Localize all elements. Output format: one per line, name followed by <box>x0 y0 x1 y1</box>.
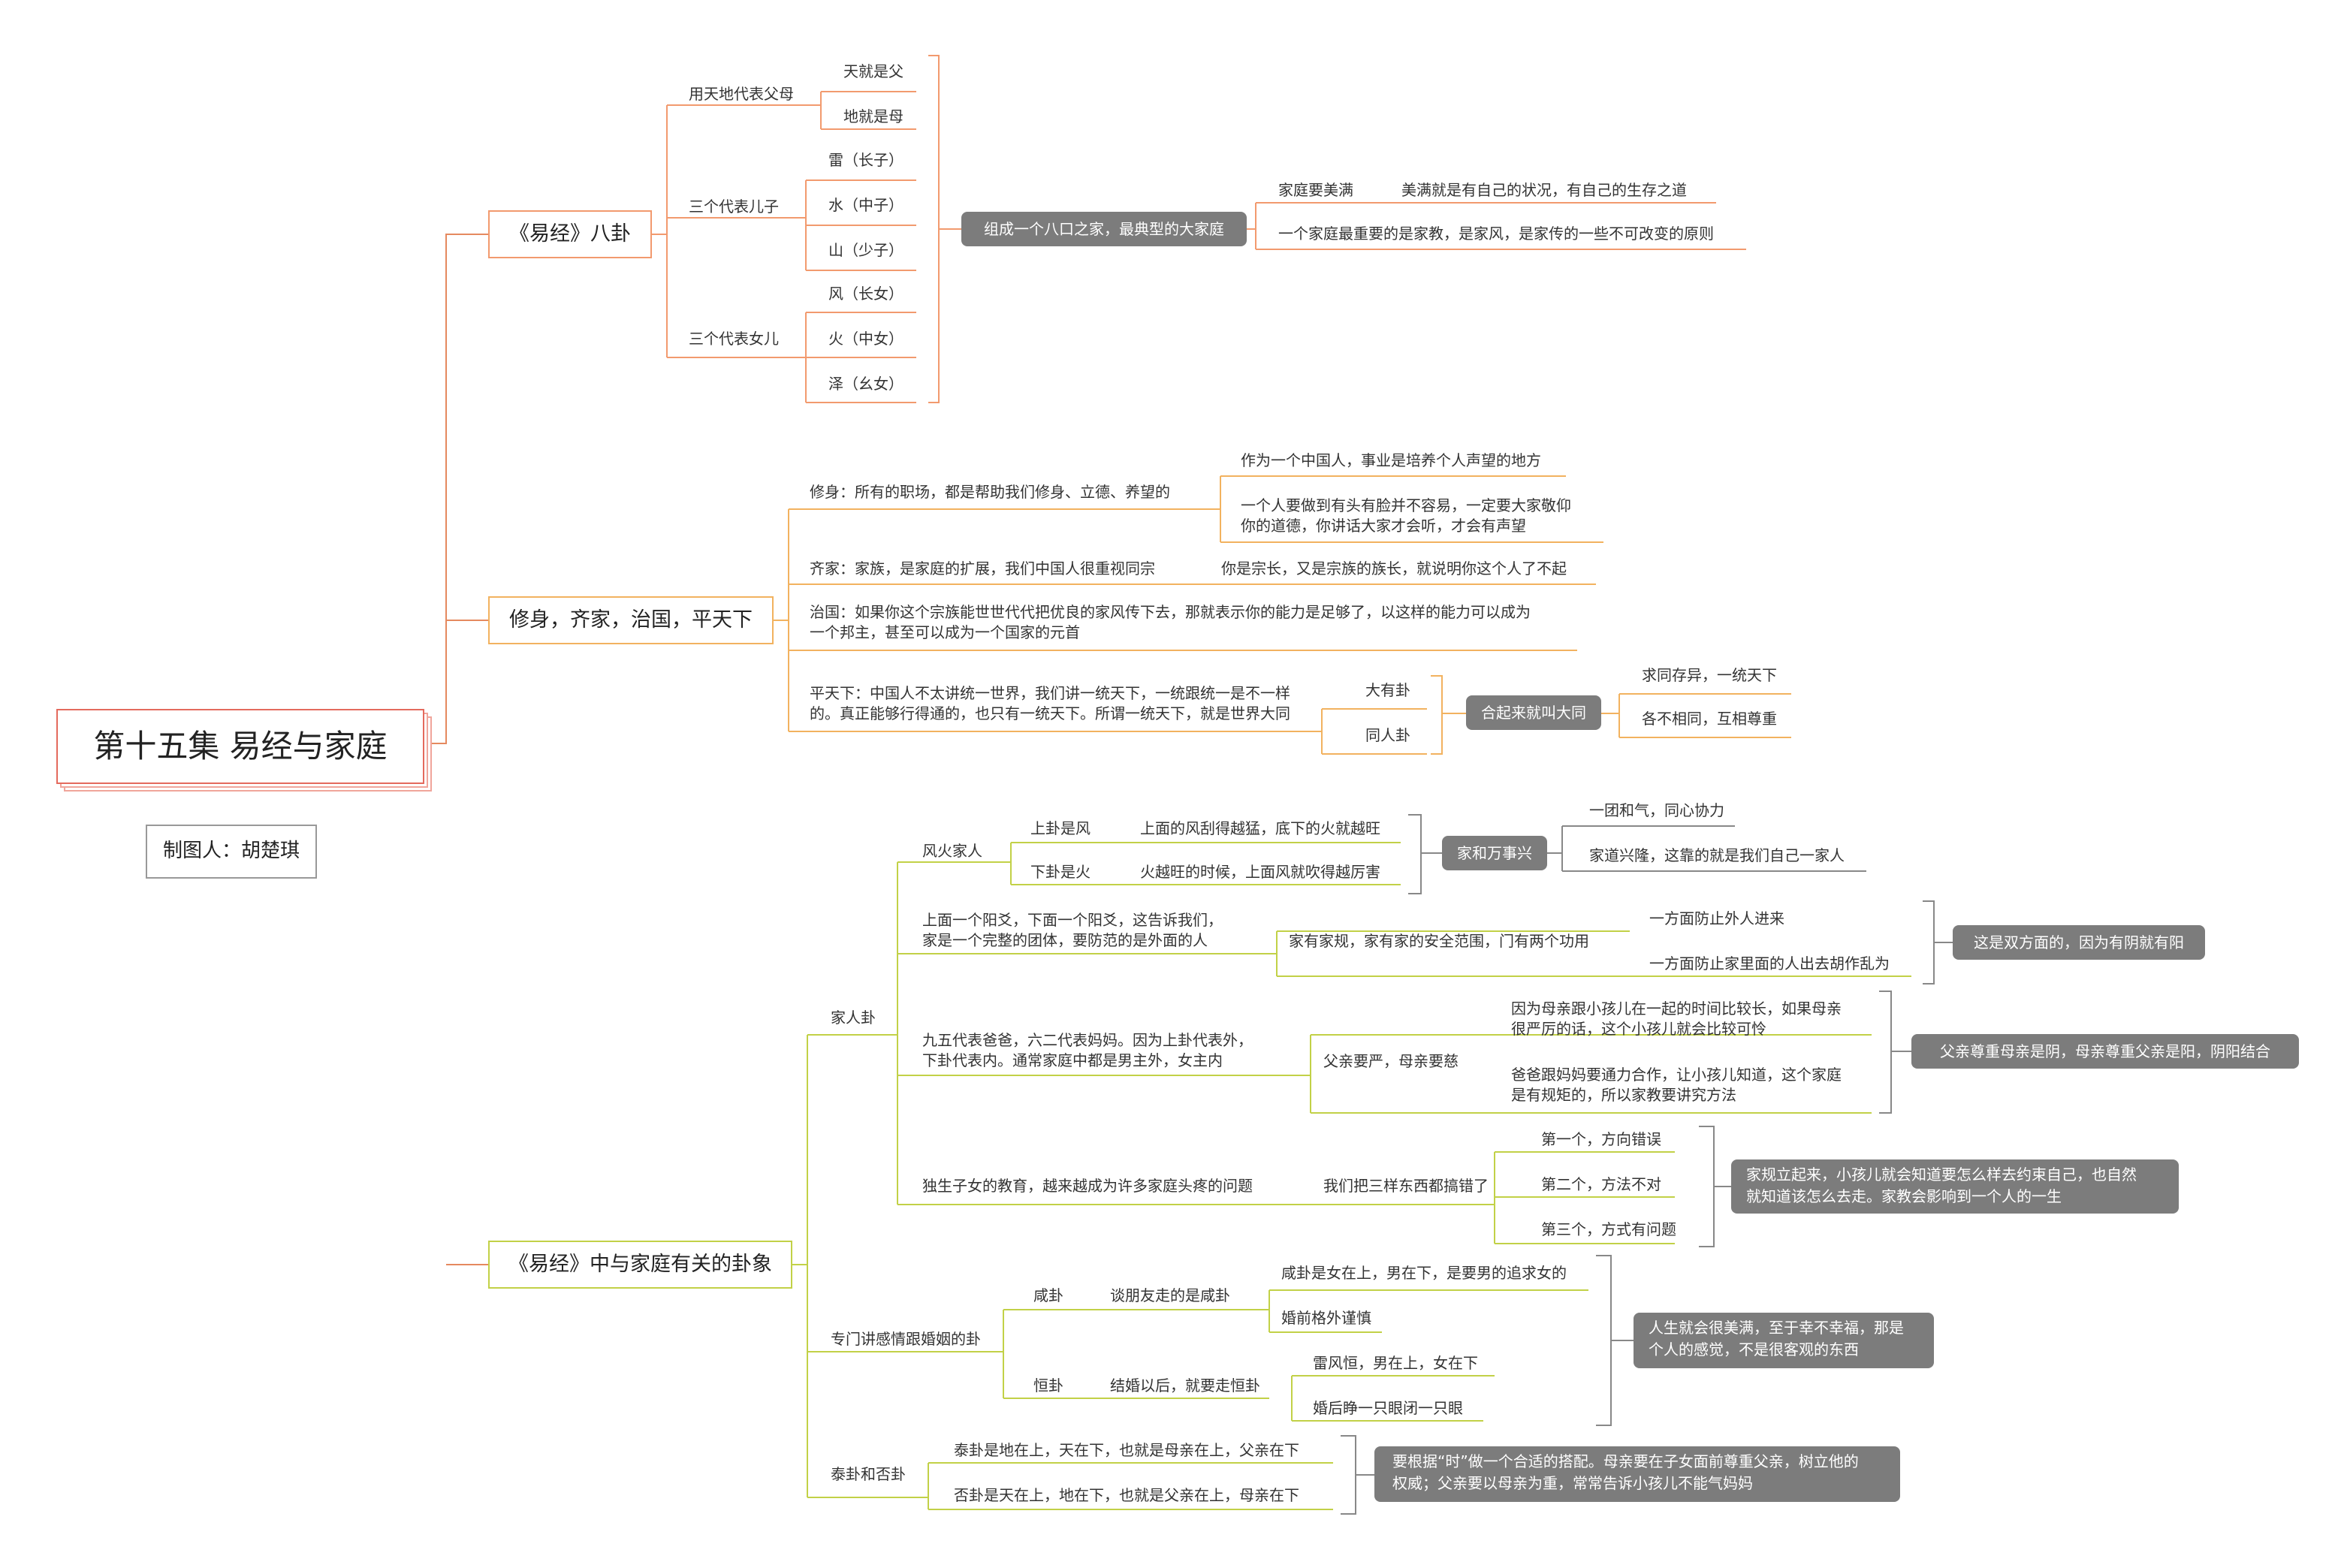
node-third-manner[interactable]: 第三个，方式有问题 <box>1541 1220 1676 1238</box>
summary-datong[interactable]: 合起来就叫大同 <box>1466 695 1601 730</box>
node-xian-detail[interactable]: 咸卦是女在上，男在下，是要男的追求女的 <box>1281 1264 1567 1282</box>
node-prenuptial[interactable]: 婚前格外谨慎 <box>1281 1309 1371 1327</box>
node-strict-father[interactable]: 父亲要严，母亲要慈 <box>1323 1052 1459 1070</box>
summary-jiahe[interactable]: 家和万事兴 <box>1442 836 1547 870</box>
node-family-rules[interactable]: 家有家规，家有家的安全范围，门有两个功用 <box>1289 932 1589 950</box>
node-prosper[interactable]: 家道兴隆，这靠的就是我们自己一家人 <box>1589 846 1845 864</box>
node-tai[interactable]: 泰卦是地在上，天在下，也就是母亲在上，父亲在下 <box>954 1441 1299 1459</box>
node-heng[interactable]: 恒卦 <box>1033 1377 1063 1395</box>
node-shui[interactable]: 水（中子） <box>828 196 903 214</box>
node-only-child[interactable]: 独生子女的教育，越来越成为许多家庭头疼的问题 <box>922 1177 1253 1195</box>
summary-bagua[interactable]: 组成一个八口之家，最典型的大家庭 <box>961 212 1247 246</box>
author-label: 制图人：胡楚琪 <box>146 825 317 879</box>
node-prevent-inside[interactable]: 一方面防止家里面的人出去胡作乱为 <box>1649 954 1890 972</box>
node-heng-married[interactable]: 结婚以后，就要走恒卦 <box>1110 1377 1260 1395</box>
node-parents-cooperate[interactable]: 爸爸跟妈妈要通力合作，让小孩儿知道，这个家庭 是有规矩的，所以家教要讲究方法 <box>1511 1066 1842 1104</box>
node-heng-detail[interactable]: 雷风恒，男在上，女在下 <box>1313 1354 1478 1372</box>
node-huo[interactable]: 火（中女） <box>828 330 903 348</box>
node-jiuwu[interactable]: 九五代表爸爸，六二代表妈妈。因为上卦代表外， 下卦代表内。通常家庭中都是男主外，… <box>922 1031 1253 1069</box>
node-pingtianxia[interactable]: 平天下：中国人不太讲统一世界，我们讲一统天下，一统跟统一是不一样 的。真正能够行… <box>810 684 1290 722</box>
node-lei[interactable]: 雷（长子） <box>828 151 903 169</box>
node-three-sons[interactable]: 三个代表儿子 <box>689 198 779 216</box>
node-first-direction[interactable]: 第一个，方向错误 <box>1541 1130 1661 1148</box>
node-fire-wind[interactable]: 火越旺的时候，上面风就吹得越厉害 <box>1140 863 1380 881</box>
node-family-beauty[interactable]: 家庭要美满 <box>1278 181 1353 199</box>
node-tongren[interactable]: 同人卦 <box>1365 726 1410 744</box>
topic-family-hexagrams[interactable]: 《易经》中与家庭有关的卦象 <box>488 1241 792 1289</box>
node-upper-wind[interactable]: 上卦是风 <box>1030 819 1091 837</box>
node-lower-fire[interactable]: 下卦是火 <box>1030 863 1091 881</box>
root-topic[interactable]: 第十五集 易经与家庭 <box>56 709 424 784</box>
node-respect[interactable]: 各不相同，互相尊重 <box>1642 710 1777 728</box>
node-three-wrongs[interactable]: 我们把三样东西都搞错了 <box>1323 1177 1489 1195</box>
node-clan-leader[interactable]: 你是宗长，又是宗族的族长，就说明你这个人了不起 <box>1221 559 1567 577</box>
node-united[interactable]: 一团和气，同心协力 <box>1589 801 1724 819</box>
node-marriage[interactable]: 专门讲感情跟婚姻的卦 <box>831 1330 981 1348</box>
node-wind-fire[interactable]: 上面的风刮得越猛，底下的火就越旺 <box>1140 819 1380 837</box>
summary-yinyang[interactable]: 这是双方面的，因为有阴就有阳 <box>1953 925 2205 960</box>
node-pi[interactable]: 否卦是天在上，地在下，也就是父亲在上，母亲在下 <box>954 1486 1299 1504</box>
node-tiandi[interactable]: 用天地代表父母 <box>689 85 794 103</box>
node-tian-fu[interactable]: 天就是父 <box>843 62 903 80</box>
node-di-mu[interactable]: 地就是母 <box>843 107 903 125</box>
topic-xiushen[interactable]: 修身，齐家，治国，平天下 <box>488 596 774 644</box>
node-shan[interactable]: 山（少子） <box>828 241 903 259</box>
node-qijia[interactable]: 齐家：家族，是家庭的扩展，我们中国人很重视同宗 <box>810 559 1155 577</box>
node-xian[interactable]: 咸卦 <box>1033 1286 1063 1304</box>
node-qiutong[interactable]: 求同存异，一统天下 <box>1642 666 1777 684</box>
summary-happiness[interactable]: 人生就会很美满，至于幸不幸福，那是 个人的感觉，不是很客观的东西 <box>1634 1313 1934 1368</box>
summary-parents[interactable]: 父亲尊重母亲是阴，母亲尊重父亲是阳，阴阳结合 <box>1911 1034 2299 1069</box>
summary-family-rules[interactable]: 家规立起来，小孩儿就会知道要怎么样去约束自己，也自然 就知道该怎么去走。家教会影… <box>1731 1159 2179 1214</box>
node-fenghuo[interactable]: 风火家人 <box>922 842 982 860</box>
node-mother-child[interactable]: 因为母亲跟小孩儿在一起的时间比较长，如果母亲 很严厉的话，这个小孩儿就会比较可怜 <box>1511 1000 1842 1038</box>
node-zhiguo[interactable]: 治国：如果你这个宗族能世世代代把优良的家风传下去，那就表示你的能力是足够了，以这… <box>810 603 1531 641</box>
node-second-method[interactable]: 第二个，方法不对 <box>1541 1175 1661 1193</box>
node-dayou[interactable]: 大有卦 <box>1365 681 1410 699</box>
summary-timing[interactable]: 要根据“时”做一个合适的搭配。母亲要在子女面前尊重父亲，树立他的 权威；父亲要以… <box>1374 1446 1900 1502</box>
node-yang-yao[interactable]: 上面一个阳爻，下面一个阳爻，这告诉我们， 家是一个完整的团体，要防范的是外面的人 <box>922 911 1223 949</box>
node-three-daughters[interactable]: 三个代表女儿 <box>689 330 779 348</box>
node-xian-dating[interactable]: 谈朋友走的是咸卦 <box>1110 1286 1230 1304</box>
node-prevent-outside[interactable]: 一方面防止外人进来 <box>1649 909 1784 927</box>
node-postnuptial[interactable]: 婚后睁一只眼闭一只眼 <box>1313 1399 1463 1417</box>
topic-bagua[interactable]: 《易经》八卦 <box>488 210 652 258</box>
node-xiushen[interactable]: 修身：所有的职场，都是帮助我们修身、立德、养望的 <box>810 483 1170 501</box>
node-feng[interactable]: 风（长女） <box>828 285 903 303</box>
node-ze[interactable]: 泽（幺女） <box>828 375 903 393</box>
node-career[interactable]: 作为一个中国人，事业是培养个人声望的地方 <box>1241 451 1541 469</box>
node-jiaren-gua[interactable]: 家人卦 <box>831 1009 876 1027</box>
node-tai-pi[interactable]: 泰卦和否卦 <box>831 1465 906 1483</box>
node-reputation[interactable]: 一个人要做到有头有脸并不容易，一定要大家敬仰 你的道德，你讲话大家才会听，才会有… <box>1241 496 1571 535</box>
node-family-teaching[interactable]: 一个家庭最重要的是家教，是家风，是家传的一些不可改变的原则 <box>1278 225 1714 243</box>
node-beauty-def[interactable]: 美满就是有自己的状况，有自己的生存之道 <box>1401 181 1687 199</box>
